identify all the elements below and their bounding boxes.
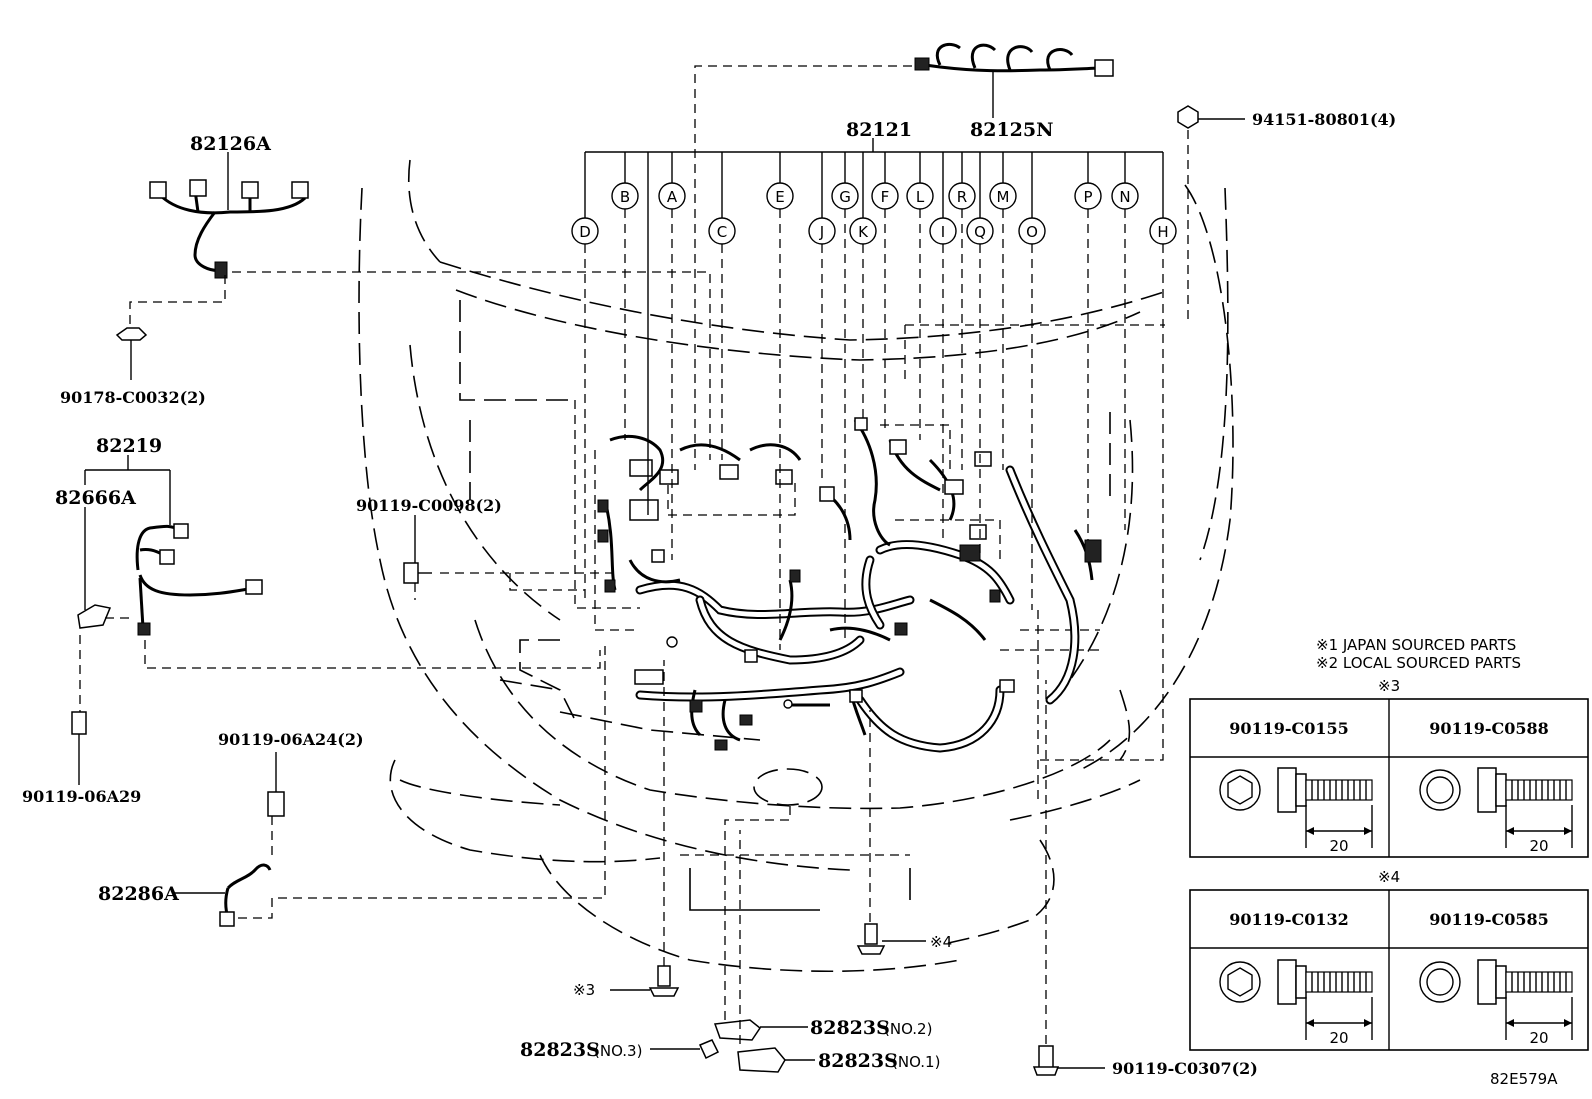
callout-circle-O — [1018, 217, 1046, 245]
callout-circle-R — [948, 182, 976, 210]
bracket-82286A — [172, 645, 606, 927]
callout-label-E: E — [775, 188, 784, 206]
callout-circle-E — [766, 182, 794, 210]
vehicle-body-outline — [358, 159, 1234, 973]
callout-label-G: G — [839, 188, 851, 206]
callout-label-P: P — [1083, 188, 1092, 206]
part-90119-06A29: 90119-06A29 — [22, 787, 141, 806]
callout-label-C: C — [717, 223, 727, 241]
callout-circle-Q — [966, 217, 994, 245]
part-90178-C0032: 90178-C0032(2) — [60, 388, 206, 407]
callout-circle-H — [1149, 217, 1177, 245]
callout-circle-B — [611, 182, 639, 210]
note-japan-sourced: ※1 JAPAN SOURCED PARTS — [1316, 636, 1516, 654]
part-90119-06A24: 90119-06A24(2) — [218, 730, 364, 749]
callout-circle-J — [808, 217, 836, 245]
part-82219: 82219 — [96, 435, 162, 457]
part-82666A: 82666A — [55, 487, 136, 509]
callout-circle-I — [929, 217, 957, 245]
sensor-82823S-set — [650, 805, 815, 1073]
callout-circle-M — [989, 182, 1017, 210]
table-ref3-right-dim: 20 — [1529, 837, 1548, 855]
callout-circle-F — [871, 182, 899, 210]
part-number-labels: 82125N 82121 94151-80801(4) 82126A 90178… — [22, 110, 1558, 1088]
note-local-sourced: ※2 LOCAL SOURCED PARTS — [1316, 654, 1521, 672]
callout-circle-C — [708, 217, 736, 245]
callout-label-M: M — [997, 188, 1010, 206]
callout-label-Q: Q — [974, 223, 986, 241]
callout-label-L: L — [916, 188, 925, 206]
callout-circle-P — [1074, 182, 1102, 210]
part-82126A: 82126A — [190, 133, 271, 155]
bolt-table-ref3: ※3 90119-C0155 90119-C0588 20 20 — [1189, 677, 1589, 858]
diagram-code: 82E579A — [1490, 1070, 1558, 1088]
ref-4-label: ※4 — [930, 933, 952, 951]
part-82823S-no1-tag: (NO.1) — [892, 1053, 940, 1071]
table-ref4-right-part: 90119-C0585 — [1429, 910, 1549, 929]
part-82823S-no3: 82823S — [520, 1039, 600, 1061]
table-ref3-title: ※3 — [1378, 677, 1400, 695]
callout-label-B: B — [620, 188, 630, 206]
part-82823S-no2-tag: (NO.2) — [884, 1020, 932, 1038]
part-82823S-no2: 82823S — [810, 1017, 890, 1039]
callout-label-D: D — [579, 223, 591, 241]
part-94151-80801: 94151-80801(4) — [1252, 110, 1396, 129]
callout-circle-L — [906, 182, 934, 210]
callout-circle-G — [831, 182, 859, 210]
table-ref4-title: ※4 — [1378, 868, 1400, 886]
callout-label-O: O — [1026, 223, 1038, 241]
sourcing-notes: ※1 JAPAN SOURCED PARTS ※2 LOCAL SOURCED … — [1316, 636, 1521, 672]
callout-circle-N — [1111, 182, 1139, 210]
callout-label-F: F — [881, 188, 890, 206]
callout-circle-D — [571, 217, 599, 245]
callout-label-A: A — [667, 188, 678, 206]
part-82121: 82121 — [846, 119, 912, 141]
callout-label-H: H — [1157, 223, 1168, 241]
part-82125N: 82125N — [970, 119, 1053, 141]
table-ref4-left-dim: 20 — [1329, 1029, 1348, 1047]
callout-label-I: I — [941, 223, 945, 241]
engine-harness-assembly — [574, 324, 1165, 800]
table-ref4-right-dim: 20 — [1529, 1029, 1548, 1047]
bolt-90119-C0307 — [1032, 680, 1105, 1076]
harness-82125N — [694, 42, 1114, 470]
ref-3-label: ※3 — [573, 981, 595, 999]
bolt-ref3 — [610, 660, 680, 997]
table-ref4-left-part: 90119-C0132 — [1229, 910, 1349, 929]
harness-82126A — [115, 152, 711, 460]
bolt-table-ref4: ※4 90119-C0132 90119-C0585 20 20 — [1189, 868, 1589, 1051]
callout-circle-K — [849, 217, 877, 245]
table-ref3-left-part: 90119-C0155 — [1229, 719, 1349, 738]
callout-label-K: K — [858, 223, 869, 241]
part-90119-C0098: 90119-C0098(2) — [356, 496, 502, 515]
callout-label-N: N — [1119, 188, 1130, 206]
part-82823S-no1: 82823S — [818, 1050, 898, 1072]
bolt-ref4 — [856, 710, 926, 955]
callout-label-R: R — [957, 188, 967, 206]
clip-94151 — [1177, 105, 1245, 325]
table-ref3-left-dim: 20 — [1329, 837, 1348, 855]
callout-circle-A — [658, 182, 686, 210]
callout-label-J: J — [819, 223, 824, 241]
table-ref3-right-part: 90119-C0588 — [1429, 719, 1549, 738]
callout-bracket-82121: D B A C E J G K F L I R Q M O P N H — [571, 138, 1177, 761]
part-82286A: 82286A — [98, 883, 179, 905]
harness-82219 — [71, 455, 601, 785]
part-90119-C0307: 90119-C0307(2) — [1112, 1059, 1258, 1078]
part-82823S-no3-tag: (NO.3) — [594, 1042, 642, 1060]
bolt-90119-C0098 — [403, 515, 612, 600]
